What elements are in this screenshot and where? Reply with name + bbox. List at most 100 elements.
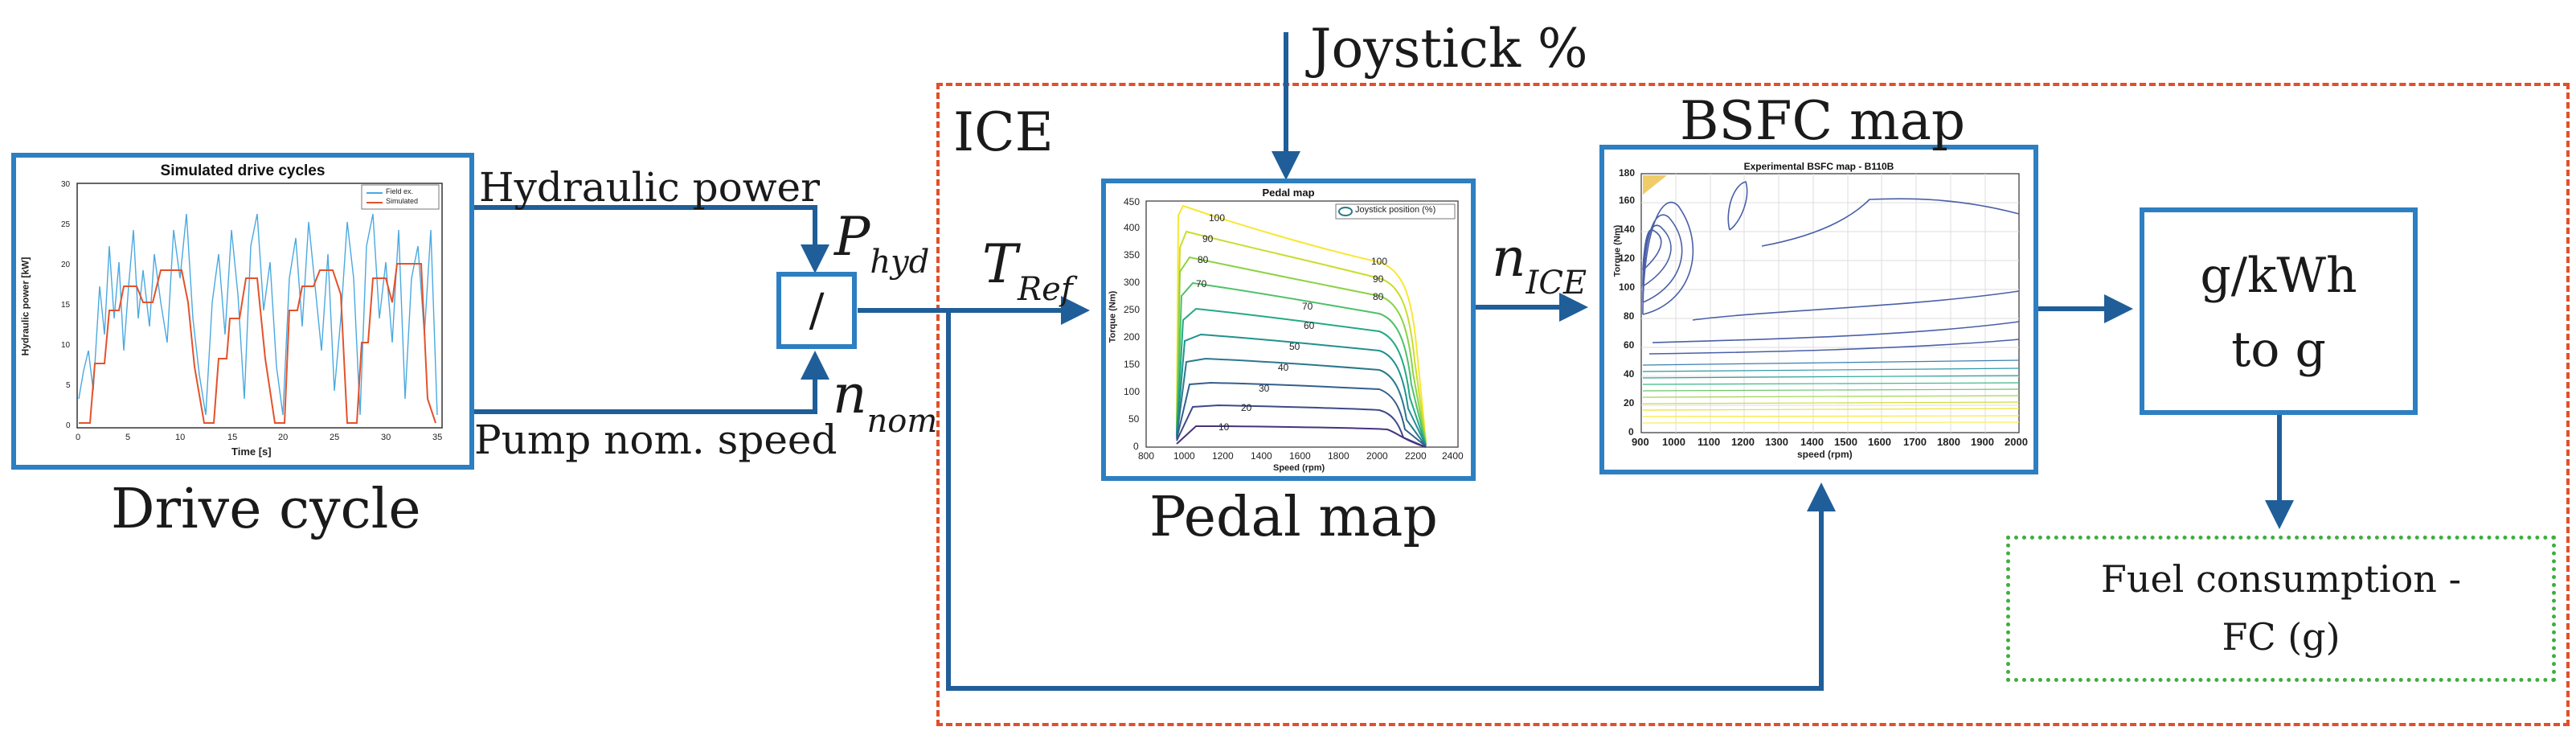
drive-xtick: 5 [125, 433, 131, 442]
pedal-xtick: 800 [1138, 450, 1155, 462]
bsfc-xtick: 1700 [1903, 436, 1927, 448]
pedal-contour-label: 20 [1241, 402, 1252, 413]
pedal-ytick: 200 [1124, 331, 1141, 343]
drive-xtick: 10 [175, 433, 186, 442]
ice-boundary [936, 83, 2570, 726]
pedal-contour-label: 80 [1198, 254, 1209, 265]
bsfc-ytick: 140 [1619, 224, 1636, 235]
drive-ytick: 30 [61, 180, 71, 189]
bsfc-xtick: 1900 [1971, 436, 1994, 448]
pedal-ytick: 350 [1124, 249, 1141, 261]
drive-xtick: 35 [432, 433, 443, 442]
t-ref-sub: Ref [1018, 271, 1073, 308]
drive-xtick: 20 [278, 433, 289, 442]
bsfc-xtick: 1400 [1800, 436, 1824, 448]
drive-xlabel: Time [s] [231, 446, 272, 458]
pedal-ytick: 450 [1124, 196, 1141, 207]
drive-cycle-block: Simulated drive cycles Field ex. Simulat… [11, 153, 474, 470]
drive-xtick: 30 [381, 433, 391, 442]
drive-legend-item: Simulated [386, 197, 419, 205]
bsfc-xtick: 1500 [1834, 436, 1857, 448]
pedal-ytick: 100 [1124, 386, 1141, 397]
p-hyd-main: P [834, 206, 870, 268]
bsfc-chart [1640, 173, 2020, 433]
drive-ytick: 5 [66, 381, 71, 390]
pedal-xtick: 1000 [1173, 450, 1195, 462]
pedal-contour-label: 70 [1196, 278, 1207, 289]
pedal-contour-label: 60 [1304, 320, 1315, 331]
fuel-consumption-block: Fuel consumption - FC (g) [2006, 536, 2556, 682]
pedal-chart [1145, 200, 1459, 448]
p-hyd-sub: hyd [870, 244, 930, 281]
fuel-line2: FC (g) [2222, 615, 2341, 659]
arrow-pump-speed [474, 351, 829, 414]
bsfc-plot-title: Experimental BSFC map - B110B [1743, 161, 1894, 172]
pedal-ytick: 250 [1124, 304, 1141, 315]
bsfc-ytick: 40 [1624, 368, 1635, 380]
pedal-ytick: 300 [1124, 277, 1141, 288]
arrow-speed-loop [946, 310, 1836, 691]
divide-block: / [776, 272, 857, 349]
gkwh-line1: g/kWh [2200, 248, 2357, 304]
drive-cycle-label: Drive cycle [111, 478, 421, 541]
bsfc-xtick: 2000 [2005, 436, 2028, 448]
ice-label: ICE [953, 101, 1054, 163]
pedal-ylabel: Torque (Nm) [1108, 290, 1118, 343]
pump-speed-label: Pump nom. speed [474, 417, 838, 463]
divide-symbol: / [809, 285, 825, 337]
pedal-contour-label: 90 [1373, 273, 1384, 285]
n-ice-main: n [1492, 227, 1526, 289]
pedal-contour-label: 100 [1209, 212, 1226, 224]
pedal-plot-title: Pedal map [1262, 187, 1315, 199]
arrow-hydraulic-power [474, 205, 829, 273]
n-ice-label: nICE [1492, 227, 1587, 302]
drive-legend-item: Field ex. [386, 187, 414, 195]
pedal-ytick: 0 [1133, 441, 1139, 452]
drive-cycle-plot-title: Simulated drive cycles [160, 162, 326, 179]
bsfc-xtick: 1800 [1937, 436, 1960, 448]
pedal-map-block: Pedal map Joystick position (%) 100 100 … [1101, 179, 1476, 481]
bsfc-xtick: 900 [1632, 436, 1649, 448]
bsfc-ytick: 120 [1619, 253, 1636, 264]
pedal-xtick: 1800 [1328, 450, 1349, 462]
n-nom-main: n [833, 363, 867, 425]
pedal-xtick: 1400 [1251, 450, 1272, 462]
bsfc-ytick: 100 [1619, 281, 1636, 293]
pedal-ytick: 150 [1124, 359, 1141, 370]
pedal-xtick: 1200 [1212, 450, 1234, 462]
bsfc-ytick: 180 [1619, 167, 1636, 179]
n-ice-sub: ICE [1526, 265, 1587, 302]
drive-ylabel: Hydraulic power [kW] [19, 257, 31, 356]
pedal-map-label: Pedal map [1149, 486, 1438, 549]
drive-xtick: 25 [330, 433, 340, 442]
pedal-contour-label: 30 [1259, 383, 1270, 394]
pedal-xtick: 1600 [1289, 450, 1311, 462]
bsfc-xtick: 1100 [1698, 436, 1721, 448]
drive-ytick: 20 [61, 261, 71, 269]
drive-cycle-chart [76, 183, 443, 429]
bsfc-ytick: 160 [1619, 195, 1636, 206]
n-nom-label: nnom [833, 363, 937, 440]
bsfc-xlabel: speed (rpm) [1797, 449, 1853, 460]
joystick-label: Joystick % [1310, 18, 1588, 80]
bsfc-xtick: 1200 [1731, 436, 1755, 448]
pedal-xtick: 2000 [1366, 450, 1388, 462]
bsfc-xtick: 1000 [1662, 436, 1685, 448]
n-nom-sub: nom [866, 403, 938, 440]
pedal-contour-label: 90 [1202, 233, 1214, 244]
pedal-contour-label: 50 [1289, 341, 1300, 352]
pedal-xtick: 2200 [1405, 450, 1427, 462]
pedal-legend: Joystick position (%) [1355, 205, 1436, 215]
bsfc-ytick: 80 [1624, 310, 1635, 322]
bsfc-map-label: BSFC map [1680, 90, 1966, 152]
drive-ytick: 25 [61, 220, 71, 229]
drive-ytick: 15 [61, 301, 71, 310]
pedal-ytick: 400 [1124, 222, 1141, 233]
pedal-contour-label: 70 [1302, 301, 1313, 312]
pedal-contour-label: 100 [1371, 256, 1388, 267]
bsfc-xtick: 1300 [1765, 436, 1788, 448]
pedal-ytick: 50 [1128, 413, 1140, 425]
drive-ytick: 0 [66, 421, 71, 430]
pedal-xtick: 2400 [1442, 450, 1464, 462]
